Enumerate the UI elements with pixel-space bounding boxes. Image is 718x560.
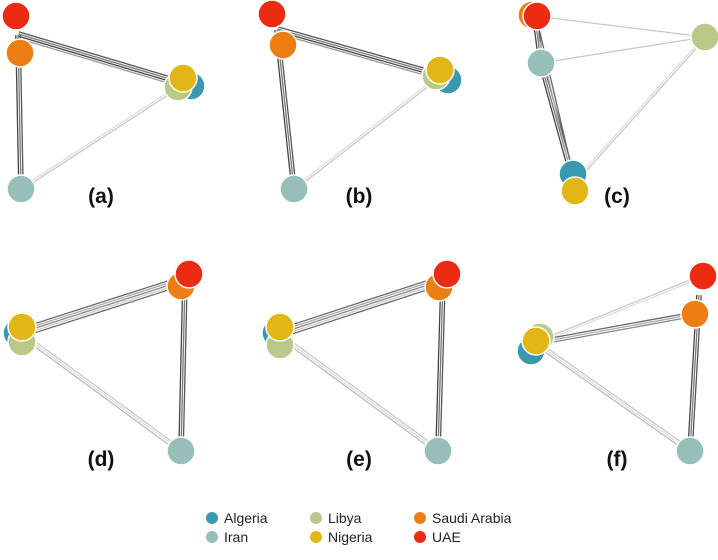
legend-swatch-iran: [205, 530, 219, 544]
edge-a-gulf-to-west: [16, 37, 183, 88]
edge-e-west-to-gulf: [277, 279, 444, 335]
edge-b-west-to-iran: [292, 74, 440, 189]
nodes-layer: [1, 0, 718, 466]
edge-f-west-to-uae: [535, 274, 703, 343]
edge-f-west-to-iran: [535, 342, 691, 452]
edge-d-gulf-to-iran: [178, 279, 184, 451]
node-c-nigeria: [560, 176, 590, 206]
edge-b-west-to-iran: [294, 76, 442, 191]
node-c-libya: [690, 22, 718, 52]
node-d-uae: [174, 259, 204, 289]
edge-a-gulf-to-west: [18, 31, 185, 82]
edge-f-west-to-saudi: [535, 311, 695, 342]
edge-d-west-to-gulf: [19, 277, 185, 332]
edge-e-west-to-gulf: [279, 283, 445, 339]
legend-item-uae: UAE: [413, 528, 461, 546]
edge-a-west-to-iran: [21, 84, 184, 191]
panel-label-e: (e): [346, 448, 372, 471]
edge-d-west-to-iran: [18, 334, 181, 454]
legend-swatch-uae: [413, 530, 427, 544]
node-a-uae: [1, 1, 31, 31]
edges-layer: [15, 15, 707, 454]
edge-f-west-to-saudi: [536, 315, 696, 346]
node-b-iran: [279, 174, 309, 204]
edge-b-gulf-to-west: [275, 32, 440, 80]
node-d-iran: [166, 436, 196, 466]
node-a-nigeria: [168, 63, 198, 93]
edge-c-gulf-to-libya: [534, 15, 706, 38]
legend-swatch-algeria: [205, 511, 219, 525]
edge-e-west-to-gulf: [278, 281, 444, 337]
node-c-uae: [522, 1, 552, 31]
edge-d-gulf-to-iran: [182, 280, 188, 452]
node-d-nigeria: [7, 312, 37, 342]
node-b-uae: [257, 0, 287, 29]
edge-d-west-to-gulf: [20, 281, 186, 336]
edge-c-libya-to-west: [572, 35, 705, 183]
node-b-nigeria: [425, 55, 455, 85]
legend-label-algeria: Algeria: [224, 510, 268, 526]
panel-label-b: (b): [346, 185, 373, 208]
node-f-nigeria: [521, 326, 551, 356]
network-figure: (a) (b) (c) (d) (e) (f): [1, 0, 718, 471]
legend-swatch-nigeria: [309, 530, 323, 544]
panel-label-d: (d): [88, 448, 115, 471]
node-c-iran: [526, 48, 556, 78]
legend-label-nigeria: Nigeria: [328, 529, 373, 545]
node-e-uae: [432, 259, 462, 289]
legend-item-libya: Libya: [309, 509, 361, 527]
legend: Algeria Iran Libya Nigeria Saudi Arabia …: [205, 509, 565, 551]
edge-c-gulf-to-west: [535, 15, 576, 183]
legend-label-saudi-arabia: Saudi Arabia: [432, 510, 512, 526]
legend-item-saudi-arabia: Saudi Arabia: [413, 509, 511, 527]
edge-d-west-to-gulf: [18, 275, 184, 330]
edge-a-gulf-to-west: [17, 35, 183, 86]
node-b-saudi: [268, 30, 298, 60]
node-a-iran: [6, 174, 36, 204]
edge-b-gulf-to-west: [277, 26, 442, 74]
edge-e-west-to-gulf: [276, 275, 442, 331]
edge-b-gulf-to-west: [277, 28, 441, 76]
legend-label-libya: Libya: [328, 510, 362, 526]
panel-label-c: (c): [604, 185, 630, 208]
panel-labels: (a) (b) (c) (d) (e) (f): [88, 185, 630, 471]
edge-f-west-to-saudi: [535, 313, 696, 344]
edge-f-west-to-iran: [534, 344, 690, 454]
edge-c-libya-to-west: [574, 37, 707, 185]
edge-e-west-to-gulf: [277, 277, 443, 333]
edge-e-west-to-iran: [278, 331, 440, 450]
panel-label-f: (f): [607, 448, 628, 471]
edge-c-iran-to-libya: [540, 36, 706, 64]
edge-b-gulf-to-west: [276, 30, 440, 78]
legend-label-uae: UAE: [432, 529, 461, 545]
edge-d-west-to-iran: [19, 332, 182, 452]
legend-swatch-libya: [309, 511, 323, 525]
panel-label-a: (a): [88, 185, 114, 208]
edge-f-west-to-uae: [536, 276, 704, 345]
node-f-iran: [675, 436, 705, 466]
node-f-uae: [688, 261, 718, 291]
edge-d-west-to-gulf: [21, 283, 187, 338]
node-e-iran: [423, 436, 453, 466]
edge-e-gulf-to-iran: [437, 279, 444, 452]
legend-item-iran: Iran: [205, 528, 248, 546]
edge-a-gulf-to-west: [18, 33, 184, 84]
edge-c-gulf-to-west: [533, 16, 574, 184]
edge-d-gulf-to-iran: [180, 279, 186, 452]
edge-e-gulf-to-iran: [435, 279, 442, 451]
legend-label-iran: Iran: [224, 529, 249, 545]
edge-e-gulf-to-iran: [439, 280, 446, 452]
legend-item-algeria: Algeria: [205, 509, 268, 527]
legend-swatch-saudi-arabia: [413, 511, 427, 525]
edge-f-west-to-iran: [536, 340, 692, 450]
node-a-saudi: [5, 38, 35, 68]
node-e-nigeria: [265, 312, 295, 342]
node-f-saudi: [680, 299, 710, 329]
edge-d-west-to-gulf: [19, 279, 186, 334]
edge-e-west-to-iran: [276, 335, 438, 454]
edge-e-west-to-iran: [277, 333, 439, 452]
edge-a-west-to-iran: [20, 82, 183, 189]
edge-d-west-to-iran: [20, 330, 183, 450]
legend-item-nigeria: Nigeria: [309, 528, 372, 546]
